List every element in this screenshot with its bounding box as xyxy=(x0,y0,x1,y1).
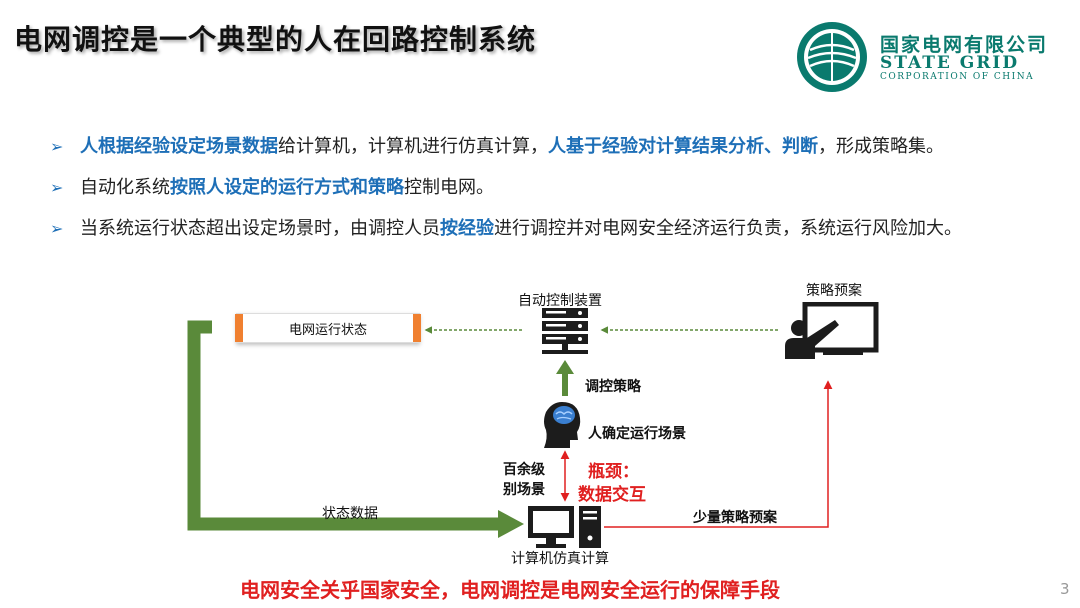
grid-status-box: 电网运行状态 xyxy=(235,313,421,343)
bullet-text: 自动化系统 xyxy=(80,177,170,198)
scenarios-label: 别场景 xyxy=(503,482,545,498)
bullet-arrow-icon: ➢ xyxy=(50,137,64,156)
bullet-item: ➢ 人根据经验设定场景数据给计算机，计算机进行仿真计算，人基于经验对计算结果分析、… xyxy=(50,134,1070,160)
state-grid-logo-icon xyxy=(797,22,867,92)
hundred-level-label: 百余级 xyxy=(503,462,545,478)
bullet-text: 当系统运行状态超出设定场景时，由调控人员 xyxy=(80,218,440,239)
bullet-text: 控制电网。 xyxy=(404,177,494,198)
status-data-arrow xyxy=(187,320,500,531)
bullet-text: 给计算机，计算机进行仿真计算， xyxy=(278,136,548,157)
status-data-label: 状态数据 xyxy=(322,506,378,522)
bullet-arrow-icon: ➢ xyxy=(50,219,64,238)
bullet-list: ➢ 人根据经验设定场景数据给计算机，计算机进行仿真计算，人基于经验对计算结果分析、… xyxy=(50,134,1070,257)
page-number: 3 xyxy=(1060,580,1070,598)
bullet-highlight-text: 按照人设定的运行方式和策略 xyxy=(170,177,404,198)
strategy-plan-label: 策略预案 xyxy=(806,283,862,299)
logo-text-english: STATE GRID xyxy=(880,53,1020,73)
human-scenario-label: 人确定运行场景 xyxy=(588,426,686,442)
status-data-arrowhead xyxy=(498,510,524,538)
bullet-item: ➢ 自动化系统按照人设定的运行方式和策略控制电网。 xyxy=(50,175,1070,201)
computer-sim-label: 计算机仿真计算 xyxy=(511,551,609,567)
logo-text-chinese: 国家电网有限公司 xyxy=(880,34,1049,56)
logo-text-subtitle: CORPORATION OF CHINA xyxy=(880,72,1035,82)
bullet-text: ，形成策略集。 xyxy=(818,136,944,157)
control-strategy-arrowhead xyxy=(556,360,574,374)
human-brain-icon xyxy=(544,402,581,448)
computer-icon xyxy=(528,506,601,548)
bullet-highlight-text: 按经验 xyxy=(440,218,494,239)
grid-status-label: 电网运行状态 xyxy=(288,323,367,338)
bullet-highlight-text: 人基于经验对计算结果分析、判断 xyxy=(548,136,818,157)
few-strategy-label: 少量策略预案 xyxy=(693,510,777,526)
data-exchange-label: 数据交互 xyxy=(578,485,646,505)
page-title: 电网调控是一个典型的人在回路控制系统 xyxy=(14,23,537,56)
bullet-item: ➢ 当系统运行状态超出设定场景时，由调控人员按经验进行调控并对电网安全经济运行负责… xyxy=(50,216,1070,242)
auto-control-label: 自动控制装置 xyxy=(518,293,602,309)
bullet-text: 进行调控并对电网安全经济运行负责，系统运行风险加大。 xyxy=(494,218,962,239)
few-strategy-arrow xyxy=(604,380,833,528)
control-strategy-label: 调控策略 xyxy=(585,379,641,395)
conclusion-text: 电网安全关乎国家安全，电网调控是电网安全运行的保障手段 xyxy=(240,578,780,602)
bullet-highlight-text: 人根据经验设定场景数据 xyxy=(80,136,278,157)
presentation-icon xyxy=(785,302,879,359)
server-icon xyxy=(542,308,588,354)
bottleneck-label: 瓶颈： xyxy=(588,462,639,482)
bullet-arrow-icon: ➢ xyxy=(50,178,64,197)
